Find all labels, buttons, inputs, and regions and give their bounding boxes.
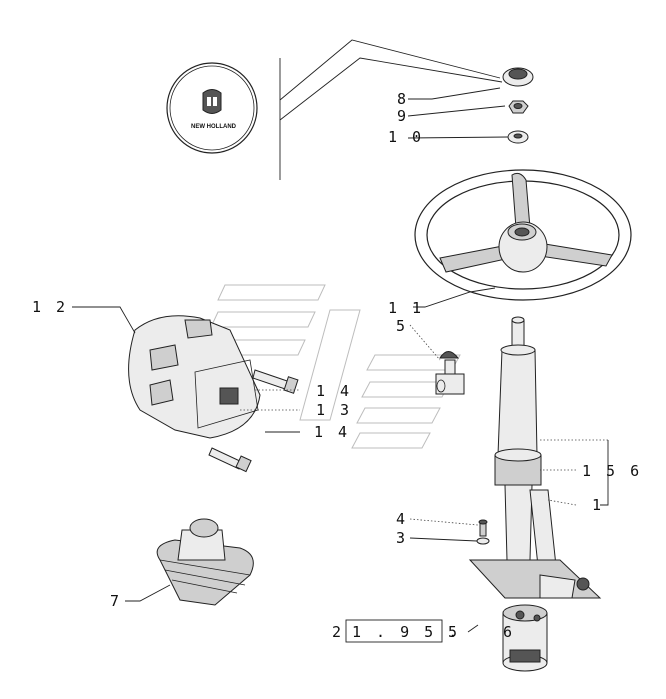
clamp xyxy=(435,351,465,395)
washer xyxy=(507,130,529,144)
label-part-10: 1 0 xyxy=(388,128,424,146)
label-part-2: 2 xyxy=(332,623,344,641)
label-part-3: 3 xyxy=(396,529,408,547)
label-part-9: 9 xyxy=(397,107,409,125)
label-part-156: 1 5 6 xyxy=(582,462,642,480)
steering-nut xyxy=(508,100,529,114)
label-part-1: 1 xyxy=(592,496,604,514)
label-part-8: 8 xyxy=(397,90,409,108)
steering-motor xyxy=(502,604,548,672)
label-ref-suffix: 5 xyxy=(448,623,460,641)
label-part-11: 1 1 xyxy=(388,299,424,317)
reference-box-text: 1 . 9 5 . xyxy=(352,623,460,641)
bolt-and-washer xyxy=(476,519,490,545)
label-part-6: 6 xyxy=(503,623,515,641)
label-part-14-lower: 1 4 xyxy=(314,423,350,441)
label-part-14-upper: 1 4 xyxy=(316,382,352,400)
emblem-brand-text: NEW HOLLAND xyxy=(191,124,237,130)
leader-lines xyxy=(72,87,609,633)
label-part-7: 7 xyxy=(110,592,122,610)
rubber-boot xyxy=(156,518,254,606)
label-part-13: 1 3 xyxy=(316,401,352,419)
steering-wheel xyxy=(414,169,632,301)
steering-shroud xyxy=(128,315,261,439)
screw-upper xyxy=(252,369,299,394)
label-part-12: 1 2 xyxy=(32,298,68,316)
reference-box: 1 . 9 5 . xyxy=(345,619,460,643)
screw-lower xyxy=(208,447,252,473)
emblem-leader-1 xyxy=(279,39,501,101)
new-holland-emblem: NEW HOLLAND xyxy=(166,62,258,154)
label-part-5: 5 xyxy=(396,317,408,335)
emblem-leader-2 xyxy=(279,57,503,121)
center-cap xyxy=(502,67,534,87)
label-part-4: 4 xyxy=(396,510,408,528)
steering-column xyxy=(468,316,602,599)
